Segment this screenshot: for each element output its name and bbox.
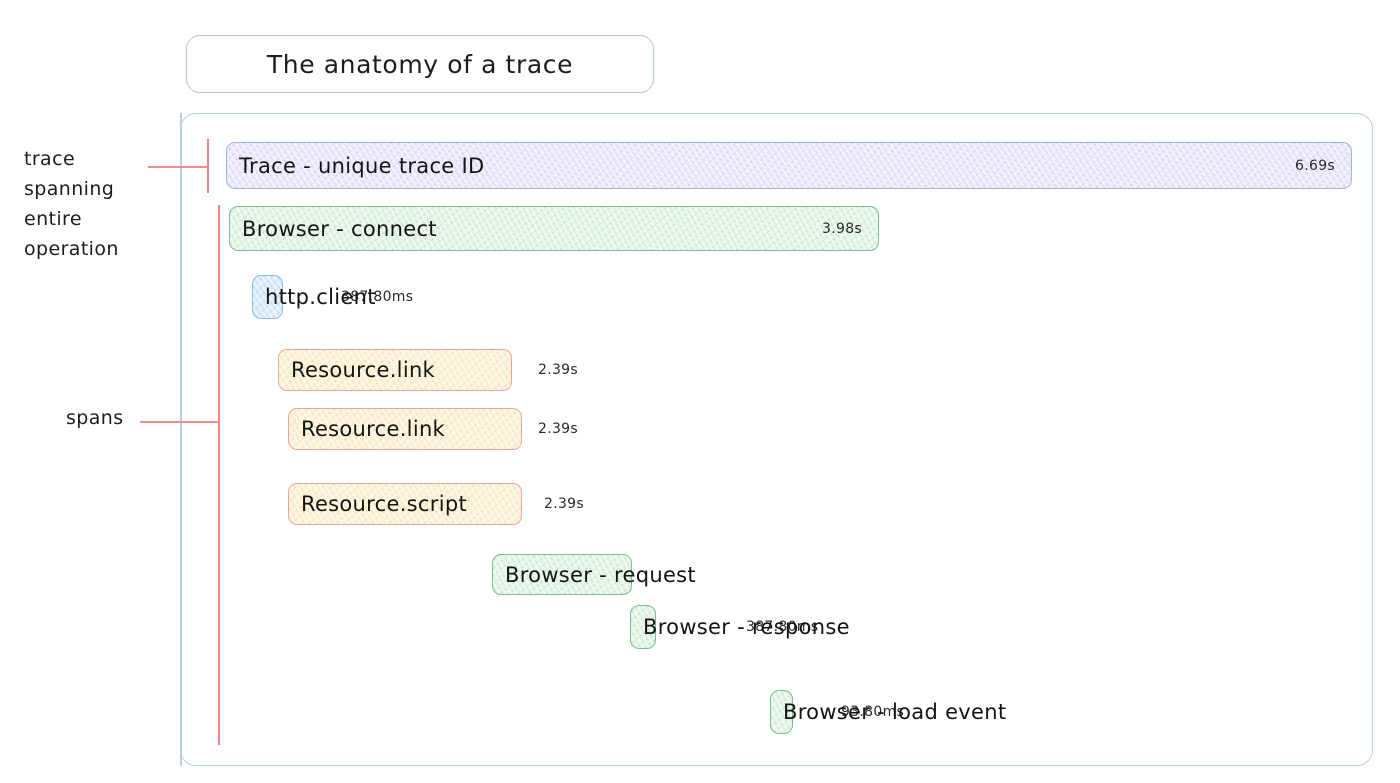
span-row[interactable]: Resource.link 2.39s (288, 408, 578, 450)
annotation-spans-bracket (218, 205, 220, 745)
title-card: The anatomy of a trace (186, 35, 654, 93)
span-bar[interactable]: Browser - response (630, 605, 850, 649)
span-row[interactable]: Resource.script 2.39s (288, 483, 584, 525)
span-duration: 2.39s (544, 496, 584, 512)
annotation-trace-label: trace spanning entire operation (24, 148, 119, 260)
span-duration: 387.80ms (746, 619, 819, 635)
panel-left-guide-line (180, 113, 182, 766)
span-label: Resource.link (291, 358, 436, 382)
span-duration: 6.69s (1295, 157, 1335, 174)
annotation-trace-bracket (207, 139, 209, 193)
page-title: The anatomy of a trace (266, 49, 574, 79)
span-duration: 93.80ms (841, 704, 905, 720)
span-bar[interactable]: http.client (252, 275, 375, 319)
span-duration: 2.39s (538, 362, 578, 378)
span-label: Resource.link (301, 417, 446, 441)
span-label: Resource.script (301, 492, 467, 516)
span-duration: 3.98s (822, 220, 862, 237)
span-bar[interactable]: Browser - load event (770, 690, 1006, 734)
span-bar[interactable]: Resource.script (288, 483, 522, 525)
span-label: Browser - connect (242, 216, 437, 241)
annotation-spans-leader-line (140, 421, 218, 423)
span-label: Trace - unique trace ID (239, 153, 485, 178)
annotation-spans-label: spans (66, 407, 124, 429)
span-row[interactable]: Browser - connect 3.98s (229, 206, 879, 251)
span-bar[interactable]: Trace - unique trace ID 6.69s (226, 142, 1352, 189)
span-bar[interactable]: Browser - connect 3.98s (229, 206, 879, 251)
span-duration: 387.80ms (341, 289, 414, 305)
span-duration: 2.39s (538, 421, 578, 437)
span-bar[interactable]: Resource.link (278, 349, 512, 391)
span-bar[interactable]: Browser - request (492, 554, 696, 595)
span-bar[interactable]: Resource.link (288, 408, 522, 450)
span-row[interactable]: Trace - unique trace ID 6.69s (226, 142, 1352, 189)
annotation-trace-leader-line (148, 166, 208, 168)
span-row[interactable]: Resource.link 2.39s (278, 349, 578, 391)
span-row[interactable]: Browser - request (492, 554, 696, 595)
